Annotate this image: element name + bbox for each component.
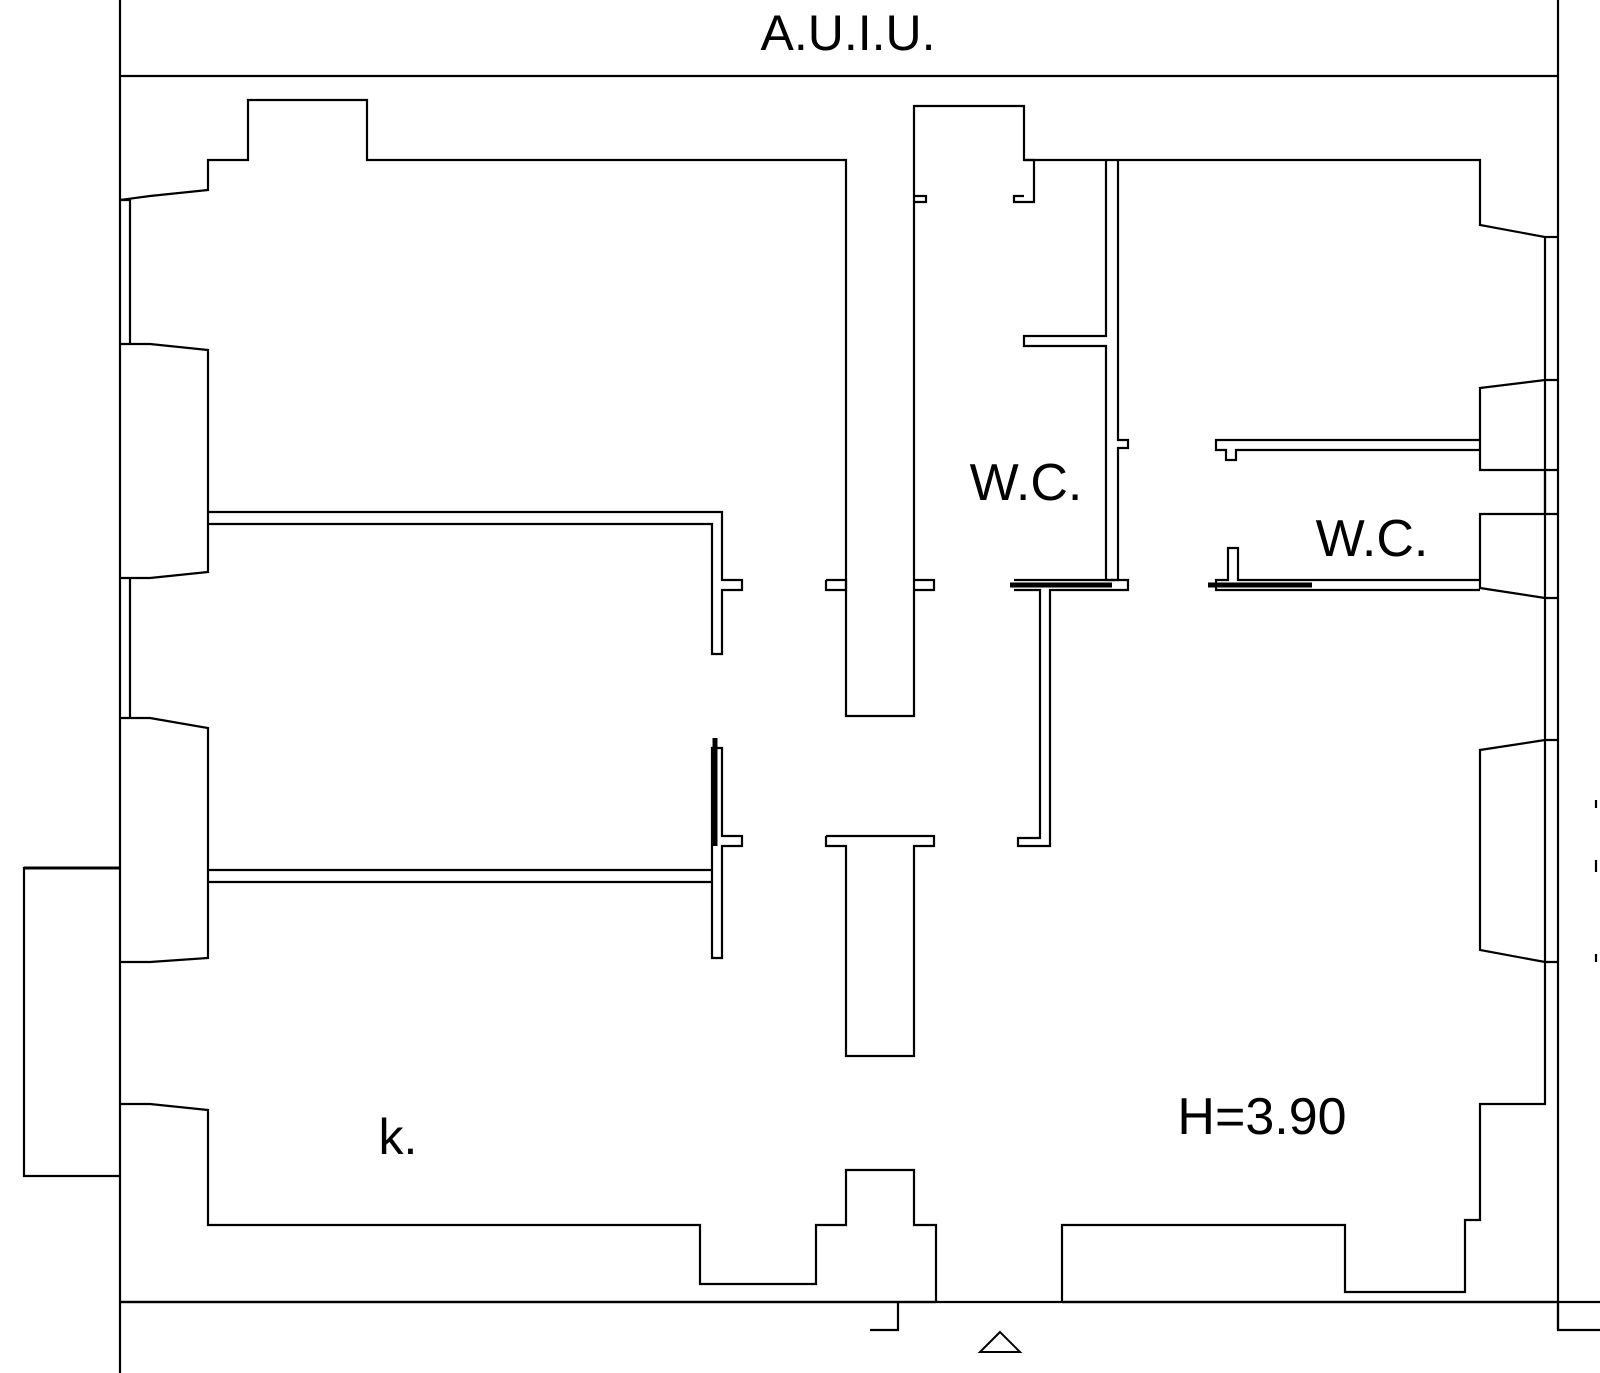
entrance-jamb-mark: [870, 1302, 900, 1332]
left-rooms-partitions: [208, 510, 744, 960]
right-exterior-wall: [1478, 235, 1558, 964]
triangle-entrance-icon: [977, 1330, 1023, 1353]
room-label-wc-center: W.C.: [970, 454, 1083, 512]
room-label-kitchen: k.: [379, 1109, 418, 1165]
room-label-wc-right: W.C.: [1316, 510, 1429, 568]
corridor-piers: [824, 194, 936, 1058]
left-annex: [22, 866, 120, 1178]
outer-frame: [118, 0, 1600, 1373]
wc-center-walls: [1010, 158, 1130, 848]
wc-right-walls: [1208, 438, 1480, 592]
header-label: A.U.I.U.: [760, 5, 935, 61]
ceiling-height-label: H=3.90: [1177, 1088, 1346, 1146]
